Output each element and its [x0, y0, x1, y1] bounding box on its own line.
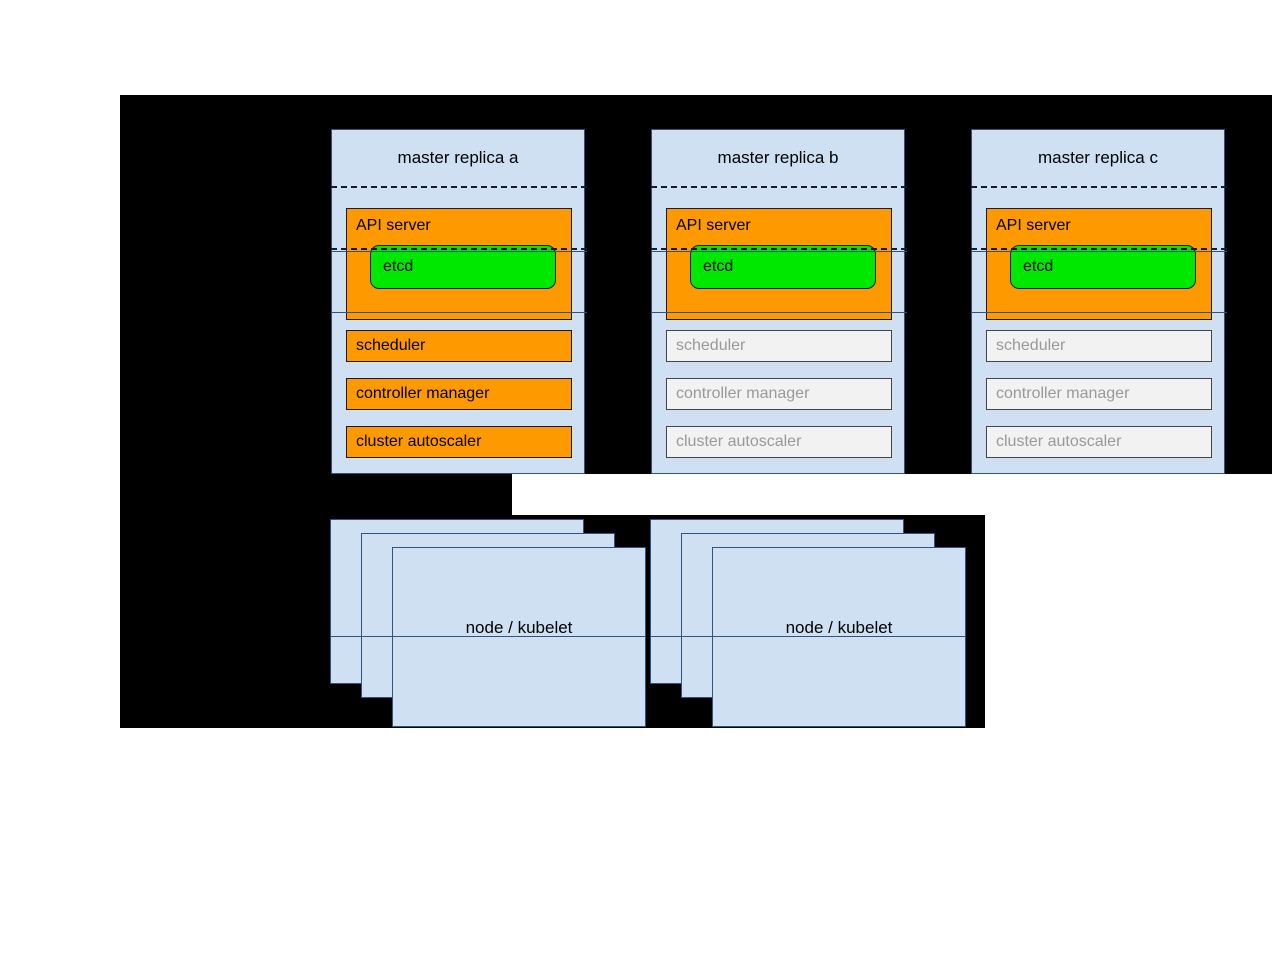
separator-dashed-bottom-a [331, 248, 587, 250]
etcd-box-a[interactable]: etcd [370, 245, 556, 289]
separator-dashed-top-b [651, 186, 907, 188]
api-server-box-b[interactable]: API server etcd [666, 208, 892, 320]
etcd-box-b[interactable]: etcd [690, 245, 876, 289]
scheduler-b[interactable]: scheduler [666, 330, 892, 362]
cluster-autoscaler-c[interactable]: cluster autoscaler [986, 426, 1212, 458]
api-server-box-c[interactable]: API server etcd [986, 208, 1212, 320]
master-replica-b-title: master replica b [717, 148, 839, 167]
node-divider-2 [650, 636, 966, 637]
master-replica-b[interactable]: master replica b API server etcd schedul… [651, 129, 907, 474]
node-label-2: node / kubelet [785, 618, 893, 637]
separator-dashed-bottom-c [971, 248, 1227, 250]
scheduler-a[interactable]: scheduler [346, 330, 572, 362]
cluster-autoscaler-a[interactable]: cluster autoscaler [346, 426, 572, 458]
master-replica-a-title: master replica a [397, 148, 519, 167]
separator-dashed-top-a [331, 186, 587, 188]
separator-rule-top-a [331, 251, 587, 252]
master-replica-a[interactable]: master replica a API server etcd schedul… [331, 129, 587, 474]
node-label-1: node / kubelet [465, 618, 573, 637]
controller-manager-b[interactable]: controller manager [666, 378, 892, 410]
master-replica-c-title: master replica c [1038, 148, 1158, 167]
api-server-label-a: API server [356, 217, 431, 234]
separator-rule-top-c [971, 251, 1227, 252]
separator-rule-bottom-c [971, 312, 1227, 313]
separator-rule-top-b [651, 251, 907, 252]
api-server-label-b: API server [676, 217, 751, 234]
api-server-label-c: API server [996, 217, 1071, 234]
node-divider-1 [330, 636, 646, 637]
etcd-box-c[interactable]: etcd [1010, 245, 1196, 289]
cluster-autoscaler-b[interactable]: cluster autoscaler [666, 426, 892, 458]
separator-dashed-top-c [971, 186, 1227, 188]
separator-dashed-bottom-b [651, 248, 907, 250]
node-card-front-2[interactable]: node / kubelet [712, 547, 966, 727]
separator-rule-bottom-b [651, 312, 907, 313]
scheduler-c[interactable]: scheduler [986, 330, 1212, 362]
controller-manager-a[interactable]: controller manager [346, 378, 572, 410]
master-replica-c[interactable]: master replica c API server etcd schedul… [971, 129, 1227, 474]
backdrop-middle [120, 474, 512, 515]
api-server-box-a[interactable]: API server etcd [346, 208, 572, 320]
node-card-front-1[interactable]: node / kubelet [392, 547, 646, 727]
separator-rule-bottom-a [331, 312, 587, 313]
controller-manager-c[interactable]: controller manager [986, 378, 1212, 410]
